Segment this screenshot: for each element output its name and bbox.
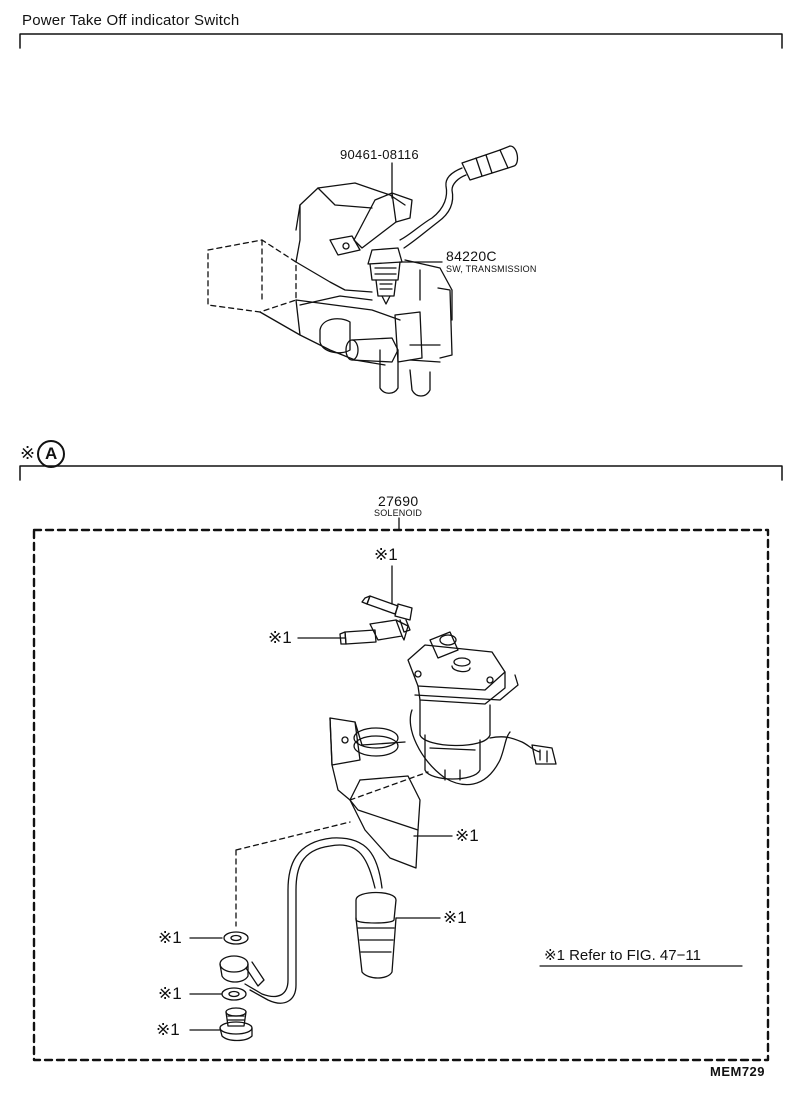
reference-mark: ※ — [20, 443, 36, 463]
washer-upper — [223, 931, 249, 945]
dashed-link-hose — [235, 821, 351, 927]
page-title: Power Take Off indicator Switch — [22, 12, 240, 29]
part-name-solenoid: SOLENOID — [374, 508, 423, 518]
dashed-link-bracket — [349, 771, 429, 801]
solenoid-body — [407, 631, 557, 786]
callout-1: ※1 — [374, 545, 398, 564]
top-section-frame — [19, 33, 783, 49]
part-number-84220c: 84220C — [446, 248, 497, 264]
transmission-switch-84220c — [367, 247, 403, 305]
callout-4: ※1 — [443, 908, 467, 927]
union-fitting — [219, 955, 265, 987]
refer-note: ※1 Refer to FIG. 47−11 — [544, 947, 701, 964]
switch-wire-harness — [399, 145, 519, 249]
rubber-boot — [355, 891, 397, 979]
callout-3: ※1 — [455, 826, 479, 845]
callout-2: ※1 — [268, 628, 292, 647]
fitting-upper — [361, 595, 413, 633]
clamp-90461-08116 — [353, 192, 413, 249]
part-name-sw-transmission: SW, TRANSMISSION — [446, 264, 537, 274]
part-number-90461-08116: 90461-08116 — [340, 147, 419, 162]
a-section-frame — [19, 465, 783, 481]
solenoid-bracket — [329, 717, 421, 869]
washer-lower — [221, 987, 247, 1001]
callout-7: ※1 — [156, 1020, 180, 1039]
solenoid-group-boundary — [32, 528, 770, 1062]
part-number-27690: 27690 — [378, 493, 419, 509]
callout-5: ※1 — [158, 928, 182, 947]
transmission-housing — [207, 182, 453, 397]
section-letter-circle: A — [37, 440, 66, 468]
document-id: MEM729 — [710, 1064, 766, 1079]
fitting-lower — [339, 619, 409, 645]
union-bolt — [219, 1007, 253, 1042]
section-a-label: ※A — [20, 440, 66, 468]
callout-6: ※1 — [158, 984, 182, 1003]
vacuum-hose — [244, 837, 383, 1004]
